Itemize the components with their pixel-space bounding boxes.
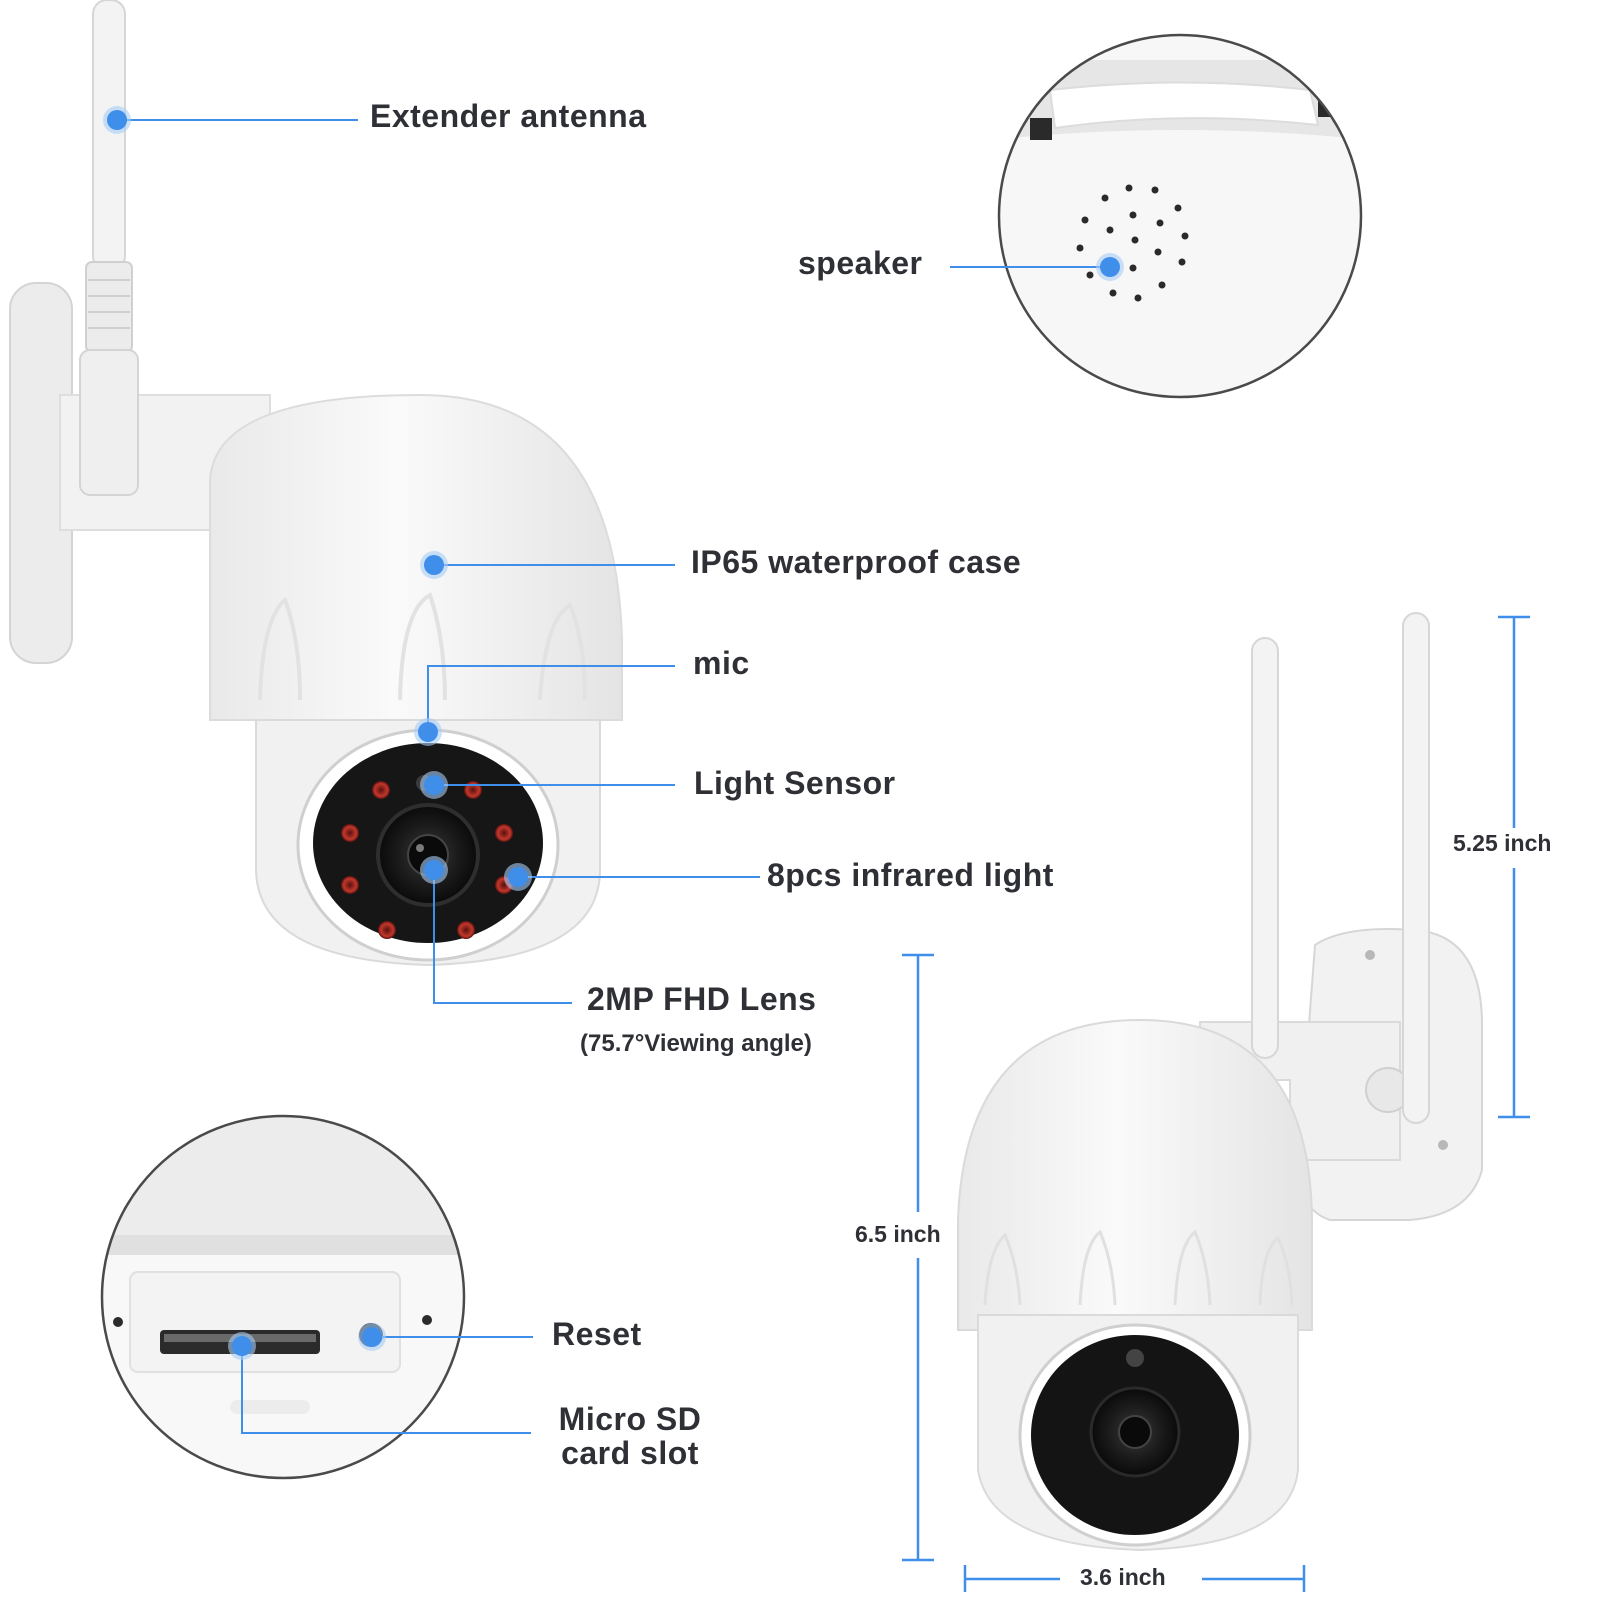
label-antenna-height: 5.25 inch xyxy=(1453,830,1552,856)
antenna xyxy=(79,0,139,496)
dot-lens xyxy=(420,856,448,884)
leader-mic xyxy=(427,665,675,732)
label-extender-antenna: Extender antenna xyxy=(370,98,647,134)
label-sd-line2: card slot xyxy=(561,1435,699,1471)
callout-dots xyxy=(103,106,1124,1360)
label-infrared-light: 8pcs infrared light xyxy=(767,857,1054,893)
dot-antenna xyxy=(103,106,131,134)
dimension-camera-image xyxy=(957,612,1483,1552)
dot-reset xyxy=(358,1323,386,1351)
dot-light-sensor xyxy=(420,771,448,799)
label-mic: mic xyxy=(693,645,750,681)
label-waterproof-case: IP65 waterproof case xyxy=(691,544,1022,580)
label-lens: 2MP FHD Lens xyxy=(587,981,817,1017)
speaker-inset xyxy=(997,33,1363,399)
dot-speaker xyxy=(1096,253,1124,281)
small-dome xyxy=(957,1018,1313,1331)
dot-infrared xyxy=(504,863,532,891)
label-speaker: speaker xyxy=(798,245,923,281)
callout-lines xyxy=(117,119,1110,1434)
dot-case xyxy=(420,551,448,579)
leader-lens xyxy=(433,870,572,1004)
dot-sd xyxy=(228,1332,256,1360)
label-light-sensor: Light Sensor xyxy=(694,765,896,801)
label-viewing-angle: (75.7°Viewing angle) xyxy=(580,1030,812,1057)
label-body-height: 6.5 inch xyxy=(855,1221,941,1247)
dome-housing xyxy=(209,393,623,721)
leader-sd xyxy=(241,1346,531,1434)
speaker-holes xyxy=(1076,184,1189,302)
main-camera-image xyxy=(9,0,623,967)
label-width: 3.6 inch xyxy=(1080,1564,1166,1590)
sd-card-inset xyxy=(100,1114,466,1480)
dot-mic xyxy=(414,718,442,746)
label-reset: Reset xyxy=(552,1316,642,1352)
dimension-lines xyxy=(902,615,1530,1592)
label-sd-line1: Micro SD xyxy=(558,1401,702,1437)
small-antenna-left xyxy=(1251,637,1279,1059)
small-antenna-right xyxy=(1402,612,1430,1124)
